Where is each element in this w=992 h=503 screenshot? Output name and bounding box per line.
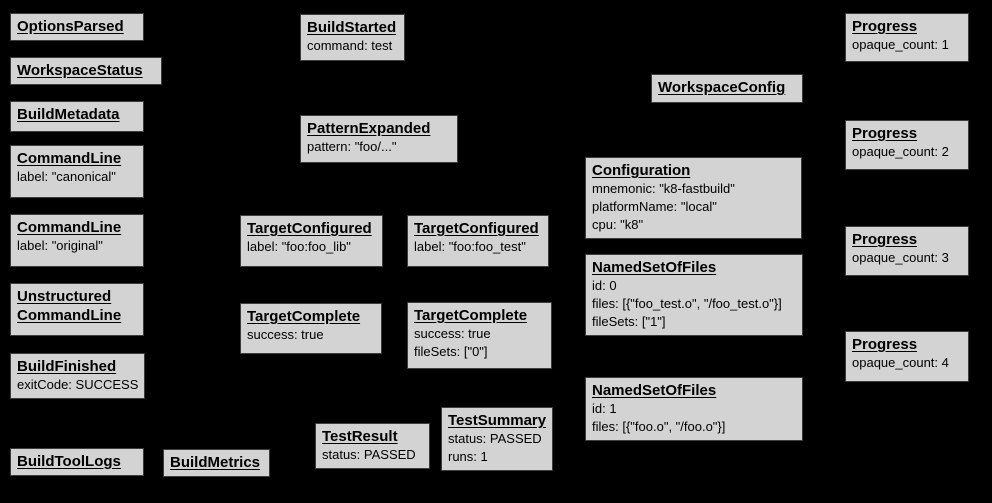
node-progress-1: Progress opaque_count: 1 — [845, 13, 969, 62]
node-title: Unstructured — [17, 288, 112, 305]
node-title: WorkspaceConfig — [658, 79, 786, 96]
node-field: cpu: "k8" — [592, 217, 644, 232]
node-unstructured-commandline: Unstructured CommandLine — [10, 283, 144, 336]
node-field: files: [{"foo_test.o", "/foo_test.o"}] — [592, 296, 782, 311]
node-test-summary: TestSummary status: PASSED runs: 1 — [441, 407, 554, 471]
node-target-configured-foo-lib: TargetConfigured label: "foo:foo_lib" — [240, 215, 383, 267]
node-title: BuildMetadata — [17, 106, 120, 123]
node-field: success: true — [414, 326, 491, 341]
node-title: BuildToolLogs — [17, 453, 121, 470]
node-title: WorkspaceStatus — [17, 62, 143, 79]
node-title: TestResult — [322, 428, 398, 445]
node-title: BuildMetrics — [170, 454, 261, 471]
node-title: PatternExpanded — [307, 120, 431, 137]
node-named-set-of-files-0: NamedSetOfFiles id: 0 files: [{"foo_test… — [585, 254, 803, 336]
node-field: runs: 1 — [448, 449, 488, 464]
node-named-set-of-files-1: NamedSetOfFiles id: 1 files: [{"foo.o", … — [585, 377, 803, 441]
node-progress-2: Progress opaque_count: 2 — [845, 120, 969, 170]
node-field: id: 0 — [592, 278, 617, 293]
node-field: id: 1 — [592, 401, 617, 416]
node-title-line2: CommandLine — [17, 307, 122, 324]
node-field: exitCode: SUCCESS — [17, 377, 139, 392]
node-test-result: TestResult status: PASSED — [315, 423, 430, 469]
node-target-complete-foo-test: TargetComplete success: true fileSets: [… — [407, 302, 552, 369]
node-progress-3: Progress opaque_count: 3 — [845, 226, 969, 276]
node-title: TargetComplete — [414, 307, 528, 324]
node-field: opaque_count: 1 — [852, 37, 949, 52]
node-field: label: "canonical" — [17, 169, 116, 184]
node-workspace-config: WorkspaceConfig — [651, 74, 803, 103]
node-title: CommandLine — [17, 150, 122, 167]
node-field: opaque_count: 2 — [852, 144, 949, 159]
node-title: CommandLine — [17, 219, 122, 236]
node-title: TargetComplete — [247, 308, 361, 325]
node-title: OptionsParsed — [17, 18, 124, 35]
node-title: NamedSetOfFiles — [592, 259, 717, 276]
node-build-started: BuildStarted command: test — [300, 14, 405, 61]
node-field: command: test — [307, 38, 393, 53]
node-commandline-canonical: CommandLine label: "canonical" — [10, 145, 144, 198]
node-title: Progress — [852, 18, 918, 35]
node-configuration: Configuration mnemonic: "k8-fastbuild" p… — [585, 157, 802, 239]
node-title: TargetConfigured — [247, 220, 372, 237]
node-target-configured-foo-test: TargetConfigured label: "foo:foo_test" — [407, 215, 549, 267]
node-options-parsed: OptionsParsed — [10, 13, 144, 41]
node-field: label: "foo:foo_test" — [414, 239, 526, 254]
node-build-metadata: BuildMetadata — [10, 101, 144, 132]
node-workspace-status: WorkspaceStatus — [10, 57, 162, 85]
node-progress-4: Progress opaque_count: 4 — [845, 331, 969, 382]
node-field: fileSets: ["0"] — [414, 344, 488, 359]
node-field: label: "foo:foo_lib" — [247, 239, 351, 254]
node-title: Configuration — [592, 162, 691, 179]
node-title: TestSummary — [448, 412, 547, 429]
node-title: Progress — [852, 336, 918, 353]
node-field: success: true — [247, 327, 324, 342]
node-pattern-expanded: PatternExpanded pattern: "foo/..." — [300, 115, 458, 163]
node-title: NamedSetOfFiles — [592, 382, 717, 399]
node-field: fileSets: ["1"] — [592, 314, 666, 329]
node-build-finished: BuildFinished exitCode: SUCCESS — [10, 353, 146, 399]
node-commandline-original: CommandLine label: "original" — [10, 214, 144, 267]
node-title: Progress — [852, 125, 918, 142]
node-field: opaque_count: 3 — [852, 250, 949, 265]
node-title: TargetConfigured — [414, 220, 539, 237]
node-build-metrics: BuildMetrics — [163, 449, 270, 477]
node-build-tool-logs: BuildToolLogs — [10, 448, 144, 476]
node-target-complete-foo-lib: TargetComplete success: true — [240, 303, 382, 354]
node-field: pattern: "foo/..." — [307, 139, 397, 154]
node-field: status: PASSED — [322, 447, 416, 462]
node-field: platformName: "local" — [592, 199, 717, 214]
node-title: BuildStarted — [307, 19, 397, 36]
node-field: opaque_count: 4 — [852, 355, 949, 370]
node-field: files: [{"foo.o", "/foo.o"}] — [592, 419, 726, 434]
node-title: Progress — [852, 231, 918, 248]
node-field: status: PASSED — [448, 431, 542, 446]
node-title: BuildFinished — [17, 358, 117, 375]
node-field: label: "original" — [17, 238, 103, 253]
node-field: mnemonic: "k8-fastbuild" — [592, 181, 735, 196]
